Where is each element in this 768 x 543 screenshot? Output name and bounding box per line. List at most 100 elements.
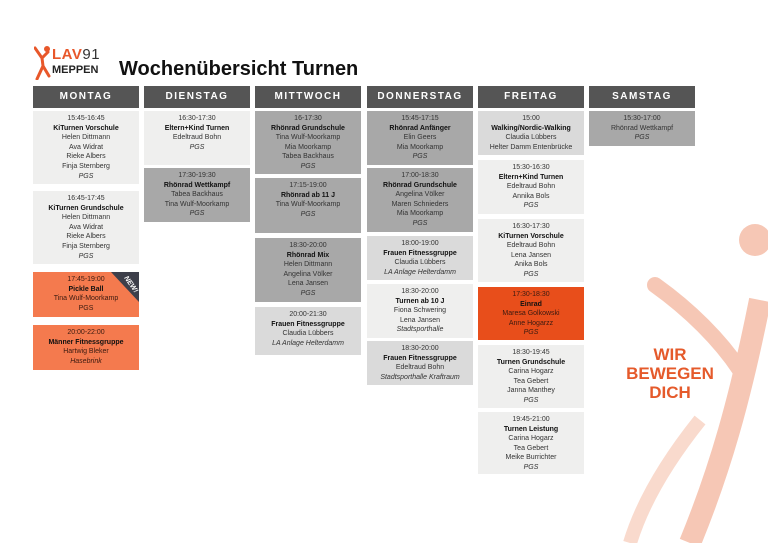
badge-corner [111,272,139,302]
session-trainer: Claudia Lübbers [505,134,557,142]
session-trainer: Rieke Albers [66,153,106,161]
session-trainer: Tina Wulf-Moorkamp [275,201,341,209]
session-trainer: Mia Moorkamp [396,143,444,151]
session-time: 18:30-20:00 [401,288,439,295]
session-trainer: Finja Sternberg [62,242,110,250]
session-location: PGS [300,289,316,297]
session-title: Frauen Fitnessgruppe [383,249,457,257]
session-location: Helter Damm Entenbrücke [489,143,573,151]
session-title: KiTurnen Vorschule [498,232,564,240]
session-time: 15:00 [522,115,540,122]
session-time: 16-17:30 [294,115,322,122]
session-trainer: Elin Geers [403,134,437,142]
session-time: 18:00-19:00 [401,240,439,247]
session-trainer: Annika Bols [512,192,550,200]
session-trainer: Angelina Völker [395,191,445,199]
session-title: Walking/Nordic-Walking [491,124,571,132]
session-title: Turnen ab 10 J [395,297,445,305]
session-title: KiTurnen Vorschule [53,124,119,132]
session-time: 17:30-19:30 [178,172,216,179]
slogan-line: DICH [649,383,691,402]
day-header-samstag: SAMSTAG [589,86,695,108]
session-time: 17:15-19:00 [289,182,327,189]
session-location: PGS [300,162,316,170]
session-location: PGS [412,153,428,161]
session-time: 17:30-18:30 [512,291,550,298]
session-trainer: Claudia Lübbers [394,259,446,267]
slogan: WIR BEWEGEN DICH [616,345,724,402]
session-trainer: Anika Bols [514,261,548,269]
session-trainer: Carina Hogarz [508,368,554,376]
session-time: 16:45-17:45 [67,195,105,202]
session-title: Rhönrad Wettkampf [163,181,231,189]
slogan-line: WIR [653,345,687,364]
session-time: 15:45-16:45 [67,115,105,122]
session-time: 17:00-18:30 [401,172,439,179]
session-trainer: Tina Wulf-Moorkamp [53,295,119,303]
session-trainer: Fiona Schwering [393,307,447,315]
session-trainer: Tina Wulf-Moorkamp [164,200,230,208]
session-trainer: Tabea Backhaus [282,153,334,161]
session-trainer: Edeltraud Bohn [506,242,556,250]
runner-logo-icon [34,46,51,80]
session-title: Eltern+Kind Turnen [164,124,230,132]
session-title: Rhönrad Mix [286,251,330,259]
session-location: PGS [189,210,205,218]
logo-number: 91 [82,46,101,63]
session-trainer: Hartwig Bleker [63,348,109,356]
session-trainer: Tabea Backhaus [171,191,223,199]
session-time: 18:30-20:00 [289,242,327,249]
session-title: Rhönrad Grundschule [271,124,345,132]
session-title: Rhönrad ab 11 J [280,191,336,199]
session-trainer: Helen Dittmann [61,214,111,222]
session-title: Turnen Leistung [503,425,559,433]
session-trainer: Helen Dittmann [61,134,111,142]
session-title: Männer Fitnessgruppe [48,338,124,346]
day-header-freitag: FREITAG [478,86,584,108]
session-trainer: Meike Burrichter [505,454,557,462]
session-trainer: Maresa Golkowski [502,310,560,318]
session-trainer: Edeltraud Bohn [506,183,556,191]
lav-logo: LAV91 MEPPEN [34,46,114,82]
slogan-line: BEWEGEN [626,364,714,383]
session-title: Frauen Fitnessgruppe [271,320,345,328]
session-time: 16:30-17:30 [178,115,216,122]
session-time: 19:45-21:00 [512,416,550,423]
session-title: Einrad [520,300,542,308]
session-title: Rhönrad Wettkampf [610,124,674,132]
session-location: PGS [78,252,94,260]
page-title: Wochenübersicht Turnen [119,58,359,80]
day-header-donnerstag: DONNERSTAG [367,86,473,108]
session-trainer: Anne Hogarzz [508,319,554,327]
session-trainer: Ava Widrat [68,223,104,231]
session-location: PGS [189,143,205,151]
session-time: 16:30-17:30 [512,223,550,230]
session-time: 15:30-17:00 [623,115,661,122]
session-time: 17:45-19:00 [67,276,105,283]
session-time: 15:30-16:30 [512,164,550,171]
session-location: PGS [412,219,428,227]
session-trainer: Lena Jansen [399,316,441,324]
session-trainer: Rieke Albers [66,233,106,241]
session-location: Stadtsporthalle [396,326,444,334]
session-title: Rhönrad Anfänger [389,124,451,132]
session-title: KiTurnen Grundschule [48,204,124,212]
session-trainer: Angelina Völker [283,270,333,278]
session-location: PGS [634,134,650,142]
session-trainer: Mia Moorkamp [396,210,444,218]
session-location: PGS [523,396,539,404]
